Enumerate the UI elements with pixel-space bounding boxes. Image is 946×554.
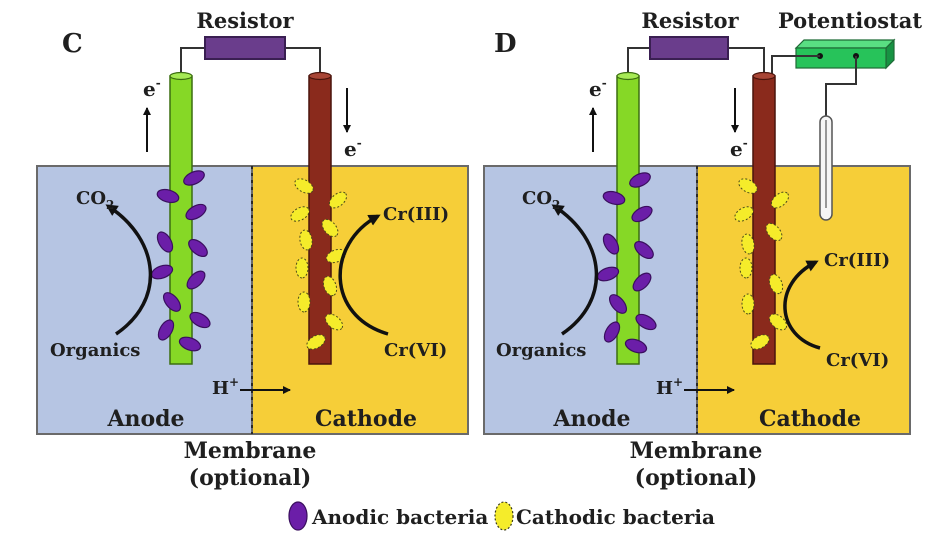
anode-label: Anode — [552, 406, 630, 432]
anodic-bacterium — [157, 319, 175, 341]
external-wire — [627, 47, 650, 76]
cathodic-bacterium — [765, 222, 783, 242]
external-wire — [180, 47, 205, 76]
anode-electrode-top — [169, 71, 193, 81]
membrane-label: Membrane — [630, 438, 763, 464]
anodic-bacterium — [186, 270, 206, 290]
anodic-bacterium — [178, 336, 202, 352]
potentiostat-wire-reference — [825, 56, 857, 116]
resistor — [204, 36, 286, 60]
anodic-bacterium — [183, 170, 205, 186]
anodic-bacterium — [602, 190, 626, 206]
organics-label: Organics — [50, 340, 140, 361]
cathodic-bacterium — [294, 178, 314, 194]
organics-label: Organics — [496, 340, 586, 361]
cr3-label: Cr(III) — [383, 204, 449, 225]
anodic-bacterium — [185, 203, 207, 221]
anodic-bacterium — [632, 272, 652, 292]
electron-down-label: e- — [344, 136, 362, 161]
cathodic-bacterium — [321, 218, 339, 238]
anode-electrode-top — [616, 71, 640, 81]
anodic-bacterium — [162, 292, 182, 312]
anodic-bacterium — [608, 294, 628, 314]
resistor-label: Resistor — [196, 8, 294, 33]
potentiostat — [795, 47, 887, 69]
cathodic-bacteria-cluster — [734, 178, 790, 350]
anodic-bacteria-swatch — [288, 501, 308, 531]
proton-label: H+ — [212, 375, 239, 399]
cathode-chamber — [696, 165, 911, 435]
electron-up-label: e- — [143, 76, 161, 101]
cr6-label: Cr(VI) — [384, 340, 447, 361]
proton-label: H+ — [656, 375, 683, 399]
anodic-bacterium — [603, 321, 621, 343]
panel-c-label: C — [62, 29, 83, 59]
cathode-label: Cathode — [759, 406, 861, 432]
cathodic-bacterium — [295, 257, 309, 279]
legend: Anodic bacteria Cathodic bacteria — [288, 501, 715, 531]
cathodic-bacterium — [741, 233, 755, 255]
cathodic-bacterium — [734, 206, 754, 222]
anodic-bacteria-cluster — [150, 170, 211, 352]
anodic-bacterium — [629, 172, 651, 188]
cathodic-bacterium — [738, 178, 758, 194]
anodic-bacteria-cluster — [596, 172, 657, 354]
anodic-bacterium — [156, 188, 180, 204]
cathode-reaction-arrow — [338, 214, 389, 336]
cathodic-bacteria-label: Cathodic bacteria — [516, 505, 715, 529]
cathode-electrode-top — [308, 71, 332, 81]
cathodic-bacterium — [299, 229, 313, 251]
co2-label: CO2 — [76, 188, 114, 212]
cr3-label: Cr(III) — [824, 250, 890, 271]
membrane-note: (optional) — [189, 465, 312, 491]
cathodic-bacterium — [306, 334, 326, 350]
cathode-reaction-arrow — [783, 260, 821, 350]
anode-electrode — [169, 75, 193, 365]
anodic-bacterium — [156, 231, 174, 253]
anodic-bacterium — [189, 311, 211, 329]
cathodic-bacterium — [770, 191, 790, 209]
cathodic-bacterium — [750, 334, 770, 350]
cathodic-bacterium — [739, 257, 753, 279]
panel-d: D Resistor Potentiostat e- e- — [483, 8, 922, 491]
cathodic-bacterium — [297, 291, 311, 313]
anode-reaction-arrow — [551, 204, 598, 336]
anodic-bacterium — [602, 233, 620, 255]
electron-down-label: e- — [730, 136, 748, 161]
resistor — [649, 36, 729, 60]
anodic-bacterium — [624, 338, 648, 354]
anodic-bacterium — [635, 313, 657, 331]
membrane-label: Membrane — [184, 438, 317, 464]
external-wire-right — [728, 47, 765, 76]
cathodic-bacterium — [322, 275, 338, 297]
cr6-label: Cr(VI) — [826, 350, 889, 371]
cathode-label: Cathode — [315, 406, 417, 432]
resistor-label: Resistor — [641, 8, 739, 33]
panel-d-label: D — [494, 29, 517, 59]
cathode-electrode-top — [752, 71, 776, 81]
cathodic-bacterium — [768, 273, 784, 295]
anode-reaction-arrow — [105, 204, 152, 336]
potentiostat-top — [794, 39, 896, 49]
anodic-bacterium — [188, 238, 208, 258]
anodic-bacteria-label: Anodic bacteria — [311, 505, 488, 529]
cathodic-bacteria-swatch — [494, 501, 514, 531]
cathodic-bacterium — [328, 191, 348, 209]
cathodic-bacterium — [290, 206, 310, 222]
anodic-bacterium — [634, 240, 654, 260]
panel-c: C Resistor e- e- — [36, 8, 469, 491]
anodic-bacterium — [631, 205, 653, 223]
external-wire-right — [285, 47, 321, 76]
anode-label: Anode — [106, 406, 184, 432]
cathodic-bacterium — [741, 293, 755, 315]
cathodic-bacterium — [768, 313, 788, 331]
co2-label: CO2 — [522, 188, 560, 212]
electron-up-label: e- — [589, 76, 607, 101]
membrane-note: (optional) — [635, 465, 758, 491]
potentiostat-wire-electrode — [771, 55, 820, 76]
cathodic-bacterium — [324, 313, 344, 331]
potentiostat-label: Potentiostat — [778, 8, 922, 33]
cathodic-bacteria-cluster — [290, 178, 348, 350]
